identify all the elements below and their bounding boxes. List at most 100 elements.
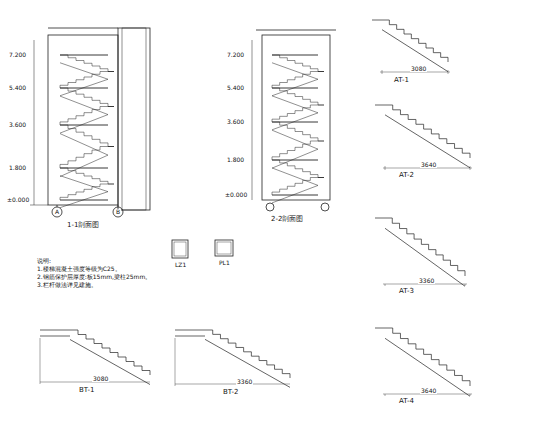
stair-stroke <box>385 115 470 168</box>
stair-stroke <box>272 79 318 96</box>
drawing-title: AT-4 <box>398 398 415 405</box>
dimension-text: 5.400 <box>226 85 245 91</box>
dimension-text: 5.400 <box>8 85 27 91</box>
rebar-cage <box>174 242 186 256</box>
stair-stroke <box>272 141 318 160</box>
dimension-text: B <box>115 209 121 215</box>
stair-stroke <box>40 330 70 336</box>
stair-stroke <box>385 284 465 286</box>
stair-stroke <box>272 72 318 89</box>
stair-stroke <box>272 122 318 123</box>
drawing-title: BT-1 <box>78 387 95 394</box>
stair-stroke <box>382 30 448 72</box>
generated-strokes <box>40 20 472 396</box>
stair-stroke <box>60 176 108 192</box>
dimension-text: 3.600 <box>8 122 27 128</box>
stair-stroke <box>272 113 318 130</box>
stair-stroke <box>175 338 176 386</box>
stair-stroke <box>272 160 318 161</box>
stair-stroke <box>318 71 324 72</box>
column-section <box>172 240 188 258</box>
dimension-text: 3080 <box>92 376 109 382</box>
stair-stroke <box>372 20 382 21</box>
stair-stroke <box>272 160 318 178</box>
column-outline <box>118 28 150 210</box>
stair-stroke <box>272 105 318 122</box>
stair-stroke <box>385 228 465 286</box>
stair-stroke <box>60 184 108 200</box>
stair-stroke <box>205 339 290 387</box>
dimension-text: 3.600 <box>226 119 245 125</box>
drawing-title: AT-2 <box>398 172 415 179</box>
stair-stroke <box>272 88 318 89</box>
note-text: 说明: <box>36 258 52 264</box>
stair-stroke <box>385 394 470 396</box>
stair-stroke <box>60 63 108 80</box>
stair-stroke <box>385 105 470 158</box>
note-text: 1.楼梯混凝土强度等级为C25。 <box>36 266 122 272</box>
dimension-text: 3640 <box>420 388 437 394</box>
note-text: 3.栏杆做法详见建施。 <box>36 282 98 288</box>
dimension-text: 1.800 <box>226 157 245 163</box>
dimension-text: A <box>54 209 60 215</box>
stair-stroke <box>60 168 108 169</box>
stair-stroke <box>272 195 318 196</box>
stair-stroke <box>382 20 448 62</box>
drawing-title: AT-3 <box>398 288 415 295</box>
dimension-line <box>34 40 35 205</box>
stair-stroke <box>40 338 41 384</box>
stair-stroke <box>60 134 108 156</box>
beam-section <box>215 240 233 256</box>
drawing-title: 2-2剖面图 <box>270 216 304 223</box>
stair-stroke <box>375 328 385 329</box>
axis-bubble <box>266 203 274 211</box>
stair-stroke <box>318 177 324 178</box>
stair-stroke <box>272 96 318 113</box>
stair-stroke <box>60 88 108 107</box>
stair-stroke <box>318 105 324 106</box>
stair-stroke <box>375 218 385 219</box>
stair-stroke <box>385 328 470 386</box>
stair-stroke <box>60 107 108 126</box>
stair-stroke <box>272 178 318 196</box>
stair-stroke <box>108 71 114 72</box>
stair-stroke <box>60 125 108 147</box>
stair-stroke <box>60 125 108 126</box>
stair-stroke <box>272 55 318 72</box>
wall-outline <box>48 35 118 205</box>
stair-stroke <box>108 184 114 185</box>
stair-stroke <box>175 384 290 385</box>
stair-stroke <box>60 96 108 115</box>
dimension-text: ±0.000 <box>6 197 30 203</box>
wall-outline <box>262 35 330 200</box>
axis-bubble <box>52 207 62 217</box>
dimension-text: ±0.000 <box>224 192 248 198</box>
stair-stroke <box>60 168 108 184</box>
stair-stroke <box>60 55 108 72</box>
stair-stroke <box>272 63 318 80</box>
dimension-text: 3360 <box>236 379 253 385</box>
drawing-title: 1-1剖面图 <box>66 222 100 229</box>
dimension-text: 3360 <box>418 278 435 284</box>
rebar-cage <box>217 242 231 254</box>
dimension-text: 1.800 <box>8 165 27 171</box>
axis-bubble <box>113 207 123 217</box>
stair-stroke <box>60 192 108 208</box>
stair-stroke <box>272 88 318 105</box>
stair-stroke <box>272 149 318 168</box>
stair-stroke <box>108 146 114 147</box>
stair-stroke <box>205 330 290 378</box>
dimension-text: 3080 <box>410 66 427 72</box>
stair-stroke <box>60 115 108 133</box>
dimension-text: 7.200 <box>8 52 27 58</box>
dimension-line <box>30 205 48 206</box>
axis-bubble <box>321 203 329 211</box>
stair-stroke <box>272 122 318 141</box>
dimension-line <box>252 40 253 200</box>
stair-stroke <box>60 79 108 96</box>
stair-stroke <box>60 200 108 201</box>
stair-stroke <box>60 72 108 89</box>
stair-stroke <box>175 330 205 336</box>
